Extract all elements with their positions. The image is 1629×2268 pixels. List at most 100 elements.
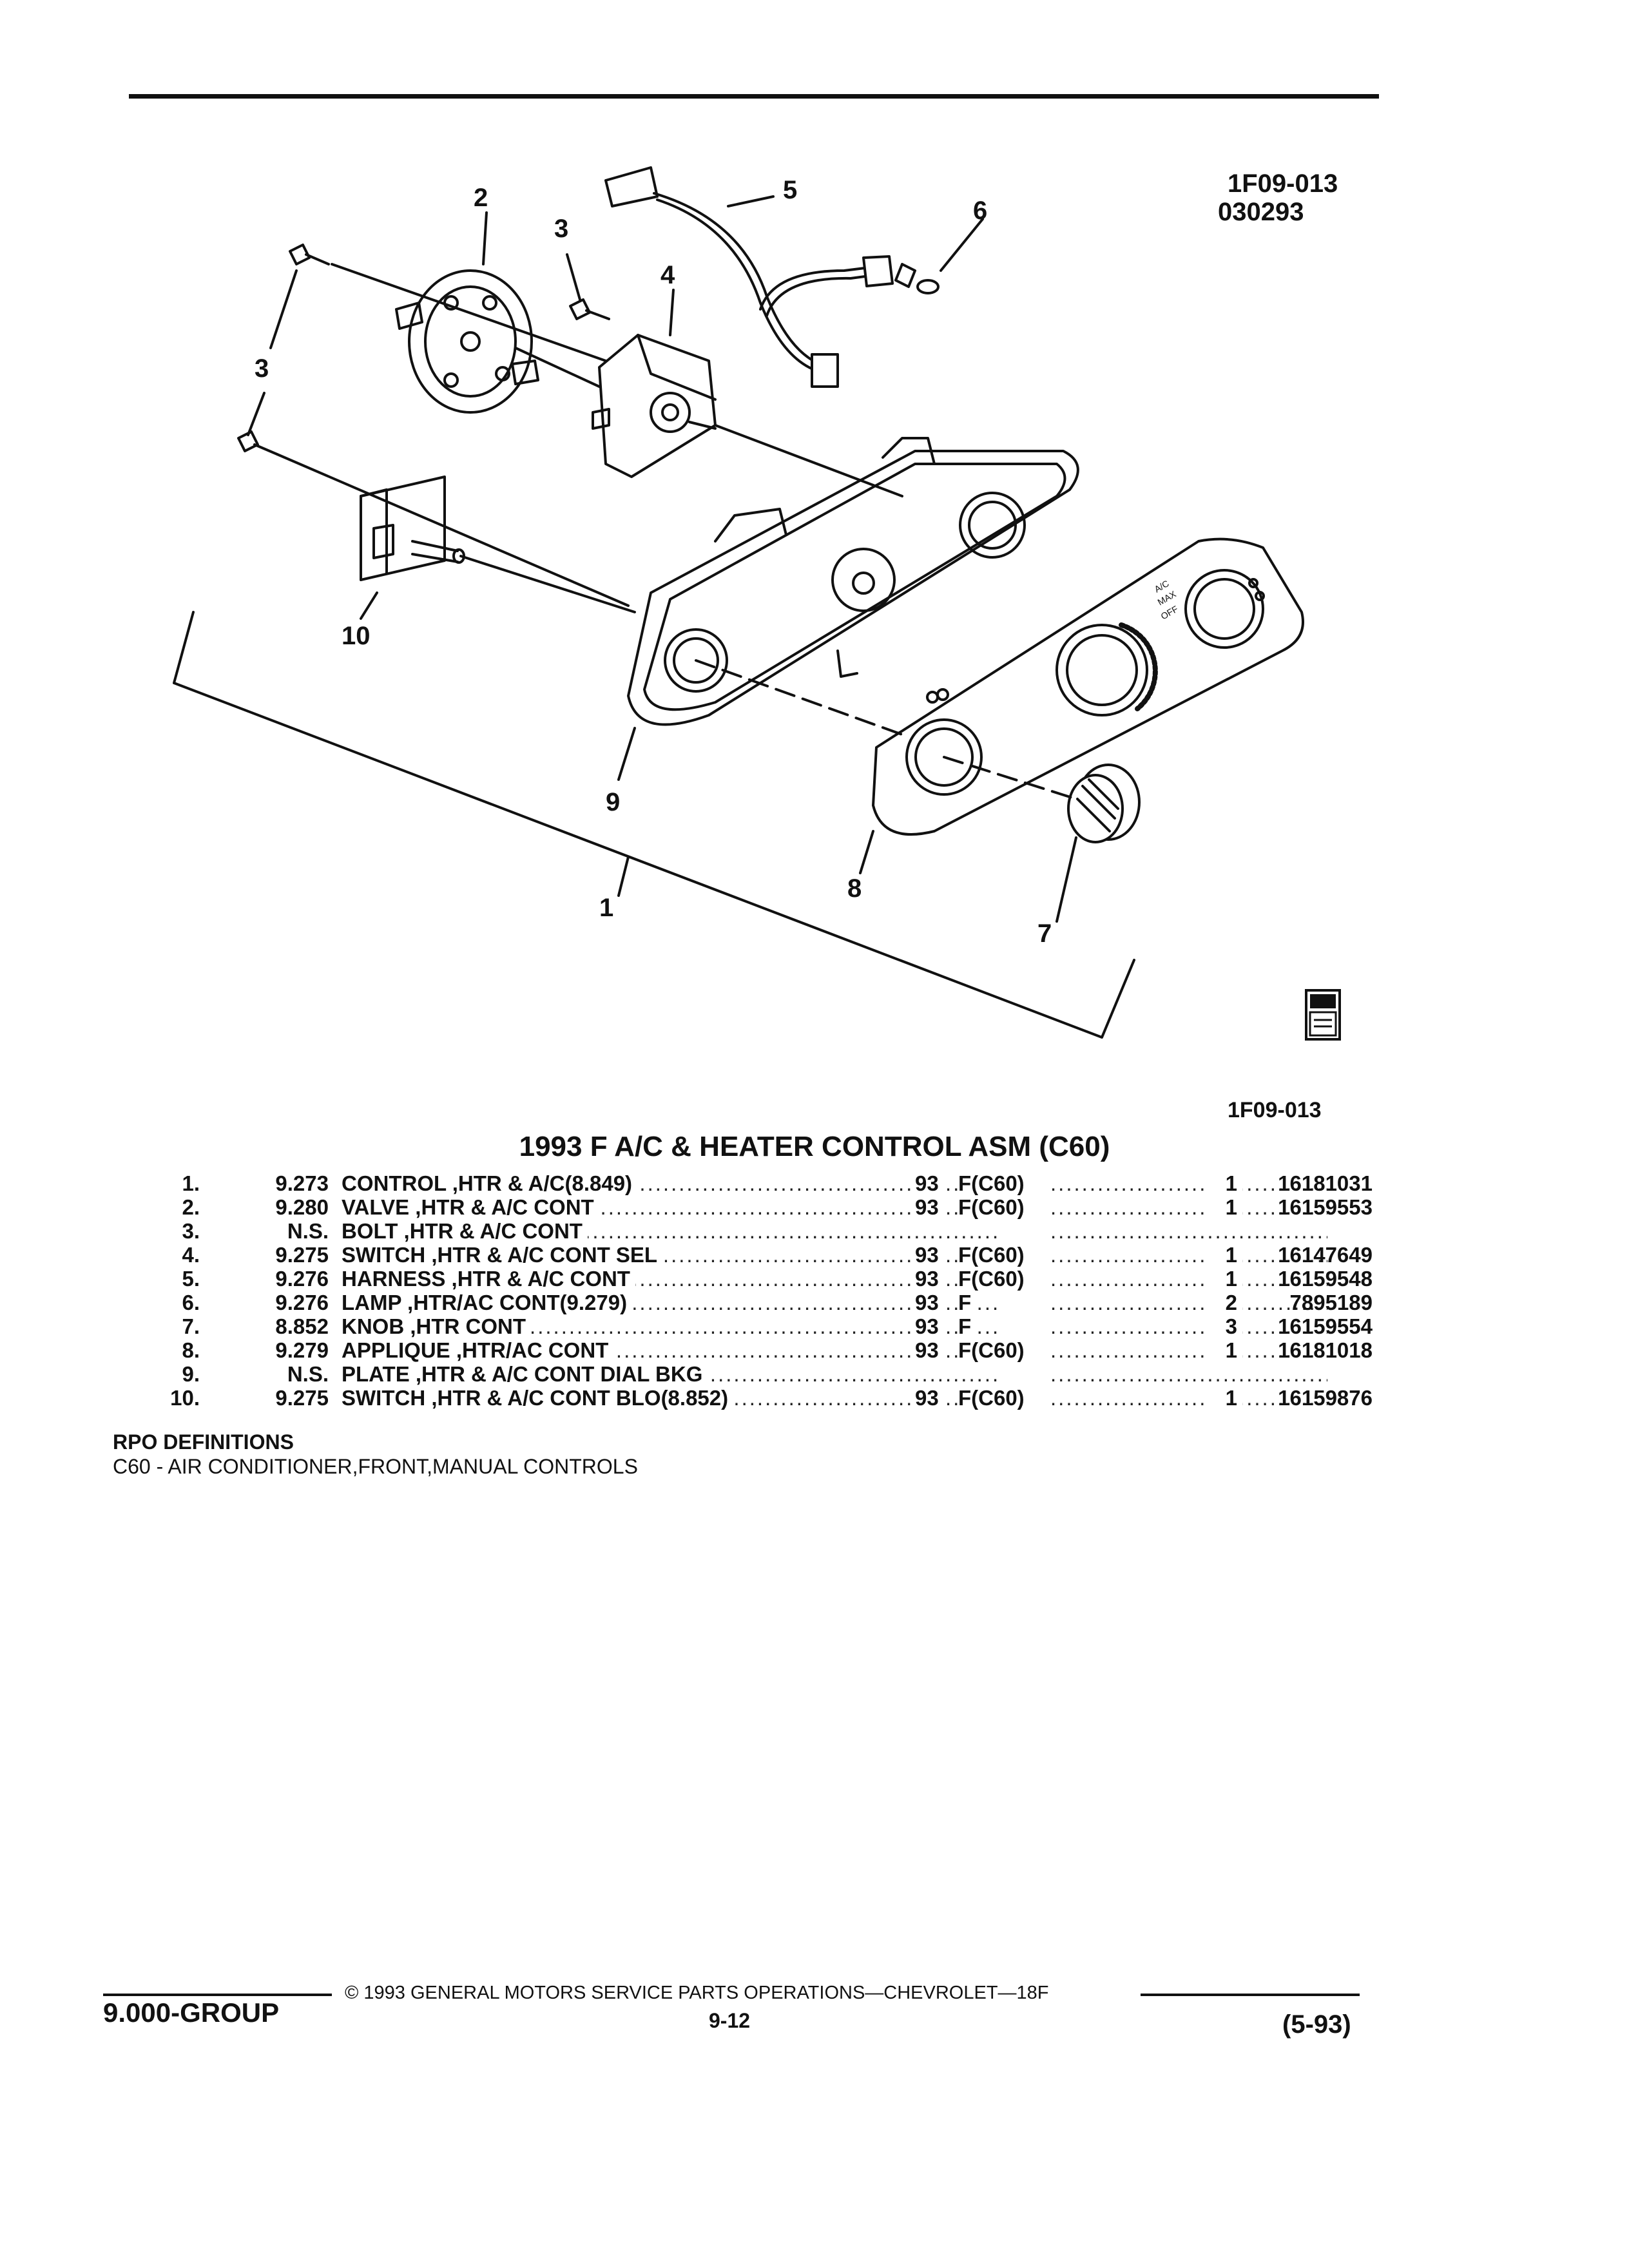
leader-dots: ........................................… [1050, 1362, 1327, 1386]
gm-spo-logo-icon [1305, 989, 1341, 1041]
row-model: F(C60) [958, 1338, 1030, 1362]
footer-group: 9.000-GROUP [103, 1997, 280, 2028]
bolt-lower-left [237, 430, 278, 456]
row-number: 7. [182, 1314, 200, 1338]
row-part-number: 16159548 [1278, 1267, 1373, 1291]
wiring-harness [604, 166, 894, 388]
row-year: 93 [915, 1267, 944, 1291]
row-description: LAMP ,HTR/AC CONT(9.279) [342, 1291, 633, 1314]
row-reference: 9.275 [275, 1386, 329, 1410]
row-year: 93 [915, 1291, 944, 1314]
row-reference: 9.280 [275, 1195, 329, 1219]
row-reference: N.S. [287, 1362, 329, 1386]
row-part-number: 16147649 [1278, 1243, 1373, 1267]
row-quantity: 1 [1205, 1386, 1242, 1410]
row-description: SWITCH ,HTR & A/C CONT SEL [342, 1243, 663, 1267]
row-description: BOLT ,HTR & A/C CONT [342, 1219, 588, 1243]
row-number: 10. [170, 1386, 200, 1410]
callout-1: 1 [599, 894, 613, 922]
table-row: 4. 9.275.................................… [148, 1243, 1373, 1267]
row-description: HARNESS ,HTR & A/C CONT [342, 1267, 635, 1291]
row-model: F(C60) [958, 1195, 1030, 1219]
catalog-title: 1993 F A/C & HEATER CONTROL ASM (C60) [519, 1131, 1110, 1162]
row-reference: 8.852 [275, 1314, 329, 1338]
row-part-number: 16159553 [1278, 1195, 1373, 1219]
leader-dots: ........................................… [1050, 1338, 1327, 1362]
leader-dots: ........................................… [1050, 1243, 1327, 1267]
row-reference: 9.279 [275, 1338, 329, 1362]
leader-dots: ........................................… [1050, 1267, 1327, 1291]
row-description: APPLIQUE ,HTR/AC CONT [342, 1338, 614, 1362]
table-row: 5.9.276.................................… [148, 1267, 1373, 1291]
footer-copyright: © 1993 GENERAL MOTORS SERVICE PARTS OPER… [345, 1983, 1049, 2003]
lamp-bulb [894, 263, 940, 294]
row-year: 93 [915, 1171, 944, 1195]
row-number: 1. [182, 1171, 200, 1195]
heater-control-knob [1067, 764, 1141, 843]
table-row: 7.8.852.................................… [148, 1314, 1373, 1338]
callout-6: 6 [973, 197, 987, 225]
row-reference: 9.276 [275, 1267, 329, 1291]
table-row: 9. N.S...................................… [148, 1362, 1373, 1386]
row-quantity: 2 [1205, 1291, 1242, 1314]
row-number: 8. [182, 1338, 200, 1362]
leader-dots: ........................................… [1050, 1291, 1327, 1314]
row-part-number: 16159876 [1278, 1386, 1373, 1410]
row-quantity: 1 [1205, 1243, 1242, 1267]
dial-backing-plate [627, 437, 1079, 726]
figure-id-code: 030293 [1218, 198, 1304, 226]
rpo-heading: RPO DEFINITIONS [113, 1430, 294, 1454]
row-model: F [958, 1314, 977, 1338]
row-model: F(C60) [958, 1386, 1030, 1410]
row-year: 93 [915, 1195, 944, 1219]
footer-rule-left [103, 1994, 332, 1996]
table-row: 2.9.280.................................… [148, 1195, 1373, 1219]
bolt-center [569, 298, 610, 320]
table-row: 3.N.S...................................… [148, 1219, 1373, 1243]
row-part-number: 16159554 [1278, 1314, 1373, 1338]
row-number: 4. [182, 1243, 200, 1267]
exploded-parts-diagram: A/C MAX OFF 1 2 3 3 4 5 6 7 8 9 10 [173, 166, 1304, 1039]
callout-3-left: 3 [255, 354, 269, 383]
figure-id-top: 1F09-013 [1228, 169, 1338, 198]
row-description: VALVE ,HTR & A/C CONT [342, 1195, 599, 1219]
row-reference: 9.273 [275, 1171, 329, 1195]
top-rule [129, 94, 1379, 99]
row-year: 93 [915, 1314, 944, 1338]
footer-page-number: 9-12 [709, 2009, 751, 2032]
leader-dots: ........................................… [1050, 1386, 1327, 1410]
row-year: 93 [915, 1243, 944, 1267]
row-quantity: 1 [1205, 1338, 1242, 1362]
row-number: 6. [182, 1291, 200, 1314]
row-description: PLATE ,HTR & A/C CONT DIAL BKG [342, 1362, 708, 1386]
row-model: F(C60) [958, 1243, 1030, 1267]
row-part-number: 16181031 [1278, 1171, 1373, 1195]
footer-rule-right [1141, 1994, 1360, 1996]
row-reference: 9.276 [275, 1291, 329, 1314]
row-description: SWITCH ,HTR & A/C CONT BLO(8.852) [342, 1386, 734, 1410]
footer-date: (5-93) [1282, 2010, 1351, 2039]
callout-5: 5 [783, 176, 797, 204]
row-number: 9. [182, 1362, 200, 1386]
row-description: KNOB ,HTR CONT [342, 1314, 531, 1338]
row-quantity: 1 [1205, 1171, 1242, 1195]
row-number: 3. [182, 1219, 200, 1243]
row-part-number: 7895189 [1289, 1291, 1373, 1314]
table-row: 1. 9.273.................................… [148, 1171, 1373, 1195]
row-model: F(C60) [958, 1267, 1030, 1291]
callout-9: 9 [606, 788, 620, 816]
row-quantity: 3 [1205, 1314, 1242, 1338]
row-reference: 9.275 [275, 1243, 329, 1267]
row-part-number: 16181018 [1278, 1338, 1373, 1362]
figure-id-bottom: 1F09-013 [1228, 1098, 1322, 1122]
blower-switch [360, 476, 465, 581]
leader-dots: ........................................… [1050, 1171, 1327, 1195]
callout-8: 8 [847, 874, 862, 903]
callout-7: 7 [1037, 919, 1052, 948]
row-year: 93 [915, 1338, 944, 1362]
bolt-upper-left [289, 244, 330, 265]
assembly-bracket [173, 611, 1135, 1039]
row-model: F(C60) [958, 1171, 1030, 1195]
selector-switch [592, 334, 717, 478]
leader-dots: ........................................… [1050, 1195, 1327, 1219]
